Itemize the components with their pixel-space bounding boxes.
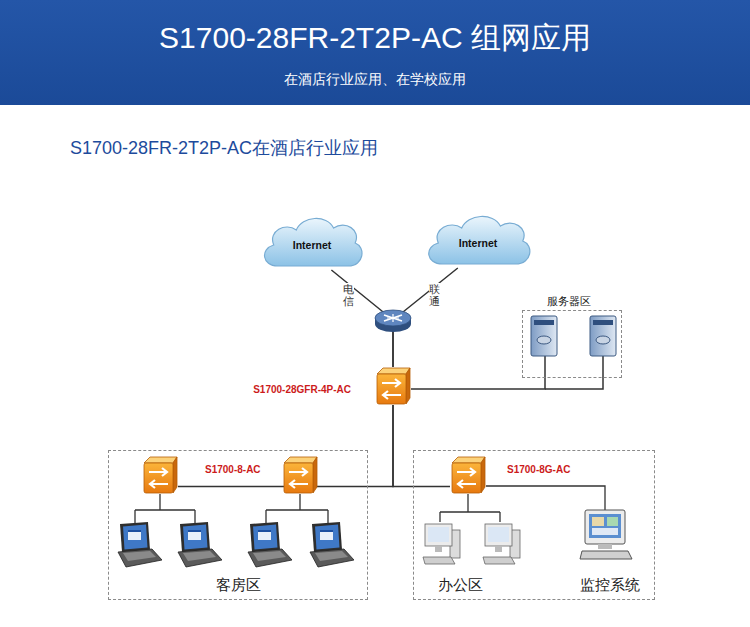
region-box: 客房区 S1700-8-AC <box>108 450 368 600</box>
cloud-outline <box>429 216 530 264</box>
switch-node: S1700-28GFR-4P-AC <box>375 367 411 405</box>
internet-cloud: Internet <box>422 210 534 272</box>
monitoring-station <box>580 510 632 559</box>
switch-node: S1700-8G-AC <box>450 456 486 494</box>
network-link <box>411 378 545 389</box>
switch-node: S1700-8-AC <box>142 456 178 494</box>
header-band: S1700-28FR-2T2P-AC 组网应用在酒店行业应用、在学校应用 <box>0 0 750 105</box>
cloud-outline <box>265 218 362 266</box>
switch-symbol <box>144 457 177 493</box>
switch-icon <box>450 456 486 494</box>
cloud-text-wrap: Internet <box>459 237 498 250</box>
client-wires <box>135 486 605 524</box>
subtitle: 在酒店行业应用、在学校应用 <box>0 70 750 88</box>
switch-model: S1700-8G-AC <box>507 464 570 476</box>
switch-icon <box>142 456 178 494</box>
guest-laptops <box>118 522 354 567</box>
switch-icon <box>375 367 411 405</box>
cloud-label: Internet <box>293 239 332 252</box>
servers <box>531 316 616 356</box>
server-wires <box>545 356 603 389</box>
isp-label: 电信 <box>343 283 354 307</box>
section-heading: S1700-28FR-2T2P-AC在酒店行业应用 <box>70 137 378 159</box>
cloud-label: Internet <box>459 237 498 250</box>
internet-cloud: Internet <box>258 212 366 274</box>
access-switch <box>284 457 317 493</box>
region-box: 办公区 监控系统 S1700-8G-AC <box>413 450 655 600</box>
region-label: 客房区 <box>109 576 367 594</box>
isp-label: 联通 <box>429 283 440 307</box>
switch-symbol <box>452 457 485 493</box>
region-label: 服务器区 <box>545 294 593 308</box>
office-pcs <box>423 524 520 564</box>
switch-symbol <box>377 368 410 404</box>
network-link <box>393 405 450 486</box>
switch-model: S1700-28GFR-4P-AC <box>253 384 351 396</box>
router <box>375 310 411 332</box>
cloud-text-wrap: Internet <box>293 239 332 252</box>
switch-model: S1700-8-AC <box>205 464 261 476</box>
page-title: S1700-28FR-2T2P-AC 组网应用 <box>0 0 750 56</box>
region-label: 办公区 <box>438 576 483 594</box>
region-label: 监控系统 <box>580 576 640 594</box>
region-box: 服务器区 <box>522 310 622 378</box>
